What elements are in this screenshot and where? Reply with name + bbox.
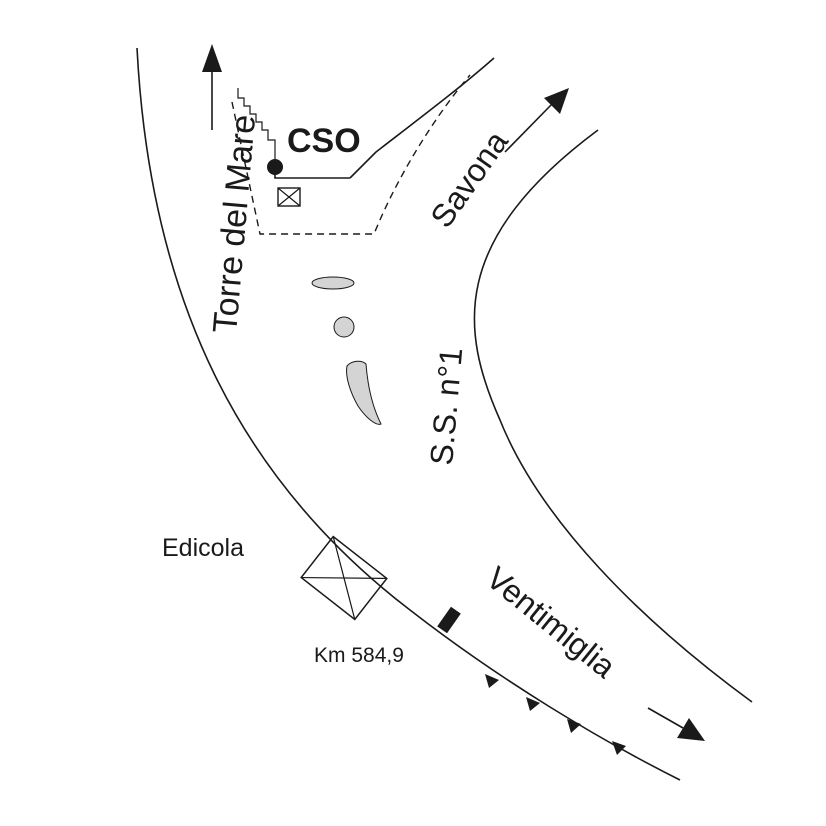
road-edge-tick [485,674,499,688]
stepped-boundary [237,88,276,167]
traffic-island-round [333,316,355,338]
label-edicola: Edicola [162,534,244,562]
label-ss-n1: S.S. n°1 [423,346,469,466]
ramp-edge [349,57,495,179]
label-km-marker: Km 584,9 [314,644,404,667]
label-ventimiglia: Ventimiglia [480,559,623,684]
cso-point-marker [267,159,283,175]
road-edge-tick [526,697,540,711]
edicola-kiosk-icon [300,535,388,621]
label-cso: CSO [287,122,361,160]
road-edge-inner [473,129,753,703]
cso-crossed-box-icon [277,187,301,207]
cso-building-outline [274,167,350,179]
dashed-area-boundary [231,74,471,235]
arrow-up-icon [202,44,222,130]
traffic-island-oval [311,276,355,290]
road-edge-tick [612,741,626,755]
label-savona: Savona [423,124,515,234]
arrow-ventimiglia-icon [647,707,705,741]
road-edge-tick [567,719,581,733]
traffic-island-teardrop [346,360,382,425]
km-marker [437,606,461,634]
arrow-savona-icon [504,88,569,153]
label-torre-del-mare: Torre del Mare [206,113,263,335]
